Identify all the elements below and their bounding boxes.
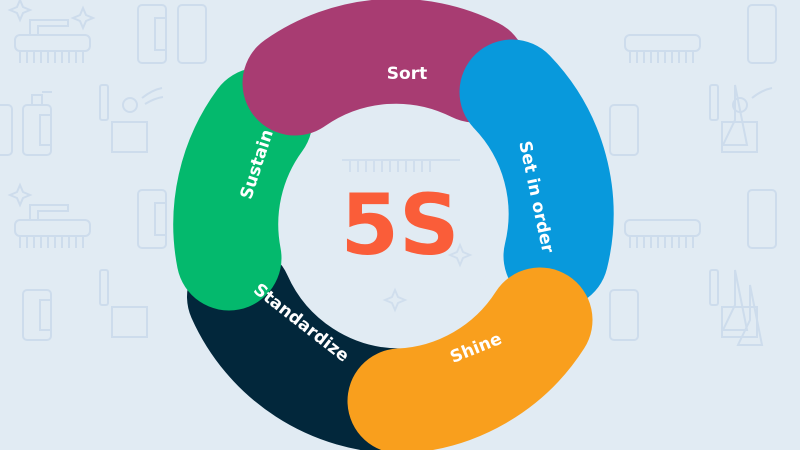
center-circle (300, 125, 500, 325)
cleaning-icons-pattern (0, 0, 777, 346)
segment-sustain[interactable] (173, 67, 313, 311)
segment-label-sort: Sort (387, 64, 427, 84)
segment-shine[interactable] (347, 267, 593, 450)
spray-bottle-icon (137, 4, 207, 64)
center-label: 5S (341, 176, 460, 274)
sparkle-icon (70, 5, 96, 31)
spray-bottle-icon (0, 91, 52, 156)
scrub-brush-icon (14, 19, 91, 63)
sparkle-icon (7, 0, 33, 23)
segment-sort[interactable] (242, 0, 528, 136)
bucket-icon (99, 84, 164, 153)
broom-icon (736, 284, 764, 346)
segment-set-in-order[interactable] (459, 39, 614, 309)
